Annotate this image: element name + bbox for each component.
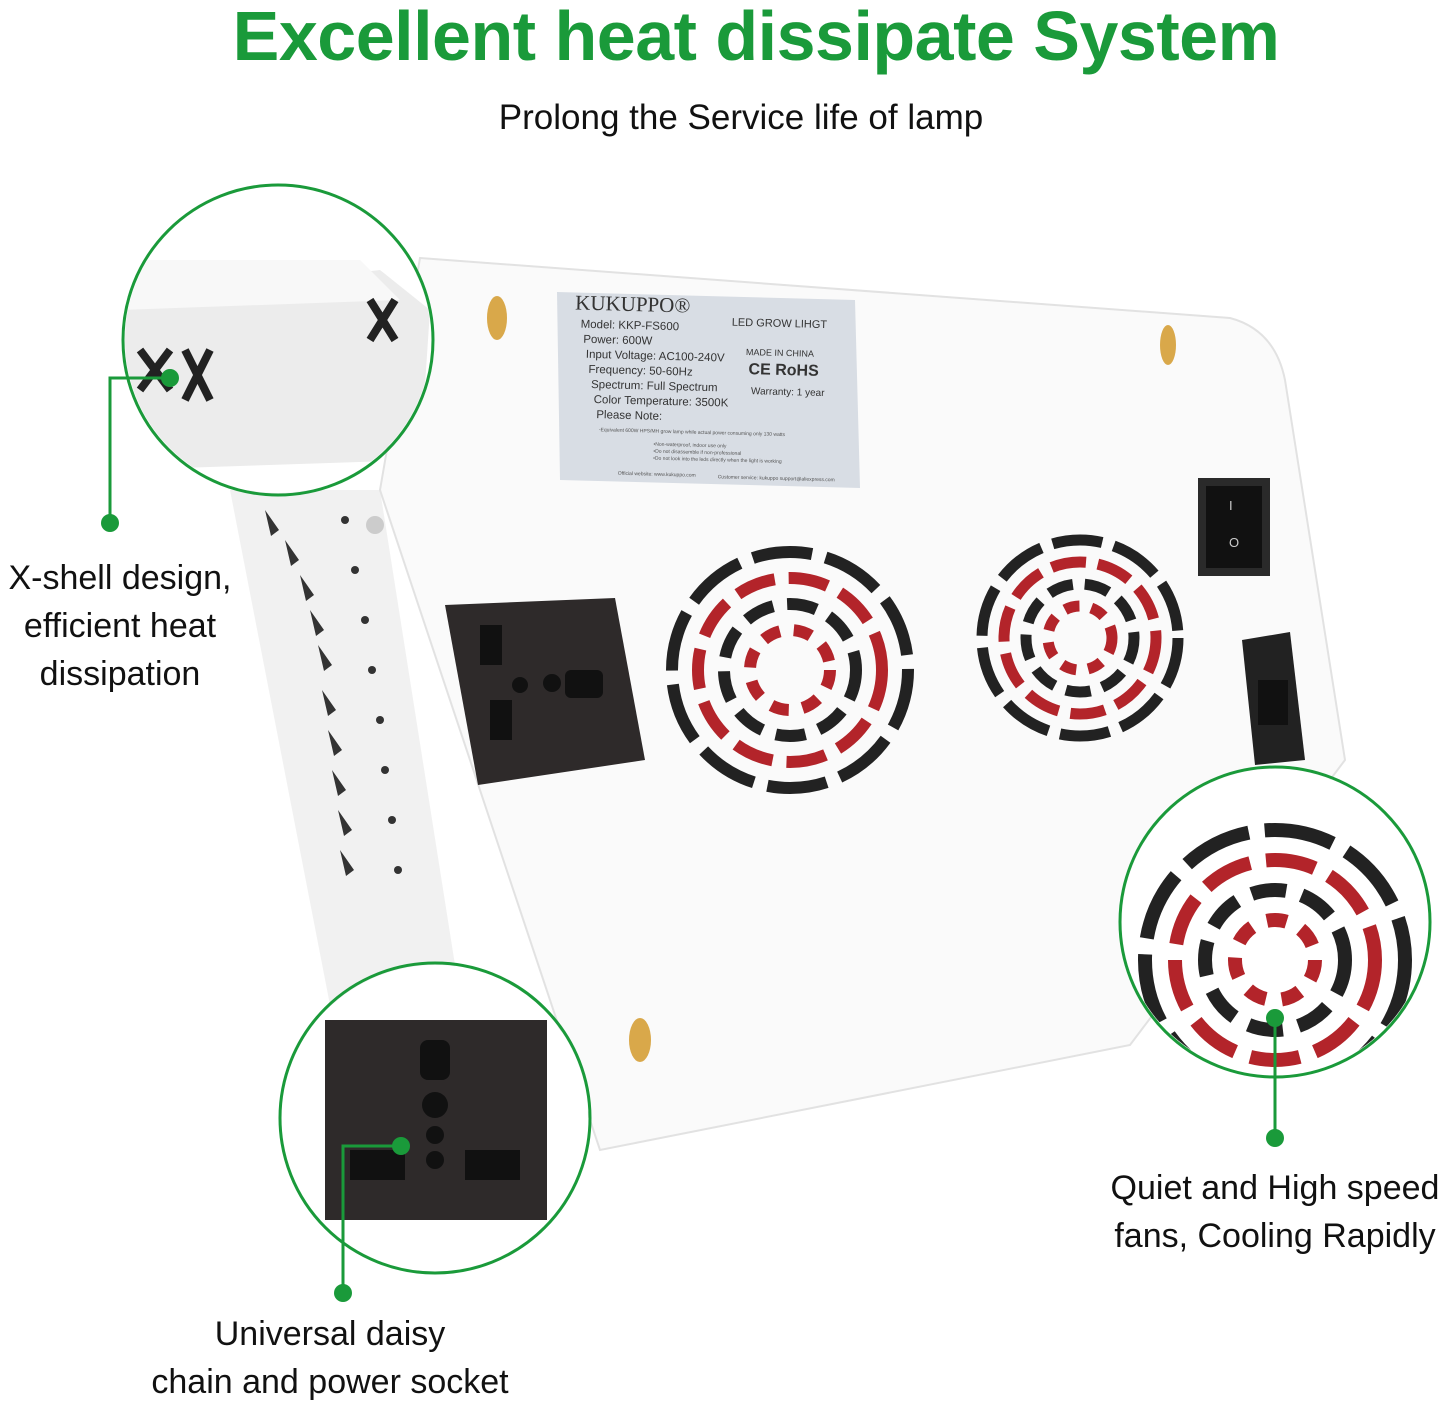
leader-lines: [108, 376, 1277, 1293]
label-model: Model: KKP-FS600: [580, 318, 680, 334]
switch-off-mark: O: [1229, 535, 1240, 550]
leader-dots: [101, 369, 1284, 1302]
label-note: -Equivalent 600W HPS/MH grow lamp while …: [598, 427, 786, 439]
page-subtitle: Prolong the Service life of lamp: [498, 98, 984, 137]
spec-label: KUKUPPO® LED GROW LIHGT Model: KKP-FS600…: [552, 286, 862, 494]
lamp-side-panel: [230, 490, 470, 1060]
callout-socket: Universal daisy chain and power socket: [130, 1310, 530, 1406]
label-spectrum: Spectrum: Full Spectrum: [590, 378, 718, 395]
screws: [366, 296, 1176, 1062]
label-note-title: Please Note:: [596, 409, 663, 423]
zoom-circle-shell: [121, 183, 435, 497]
label-voltage: Input Voltage: AC100-240V: [585, 348, 725, 365]
callout-fans-line: Quiet and High speed: [1110, 1169, 1440, 1207]
label-certs: CE RoHS: [748, 361, 819, 380]
lamp-power-outlet: [445, 598, 645, 785]
fan-left: [666, 546, 914, 794]
switch-on-mark: I: [1229, 498, 1233, 513]
label-frequency: Frequency: 50-60Hz: [588, 363, 693, 379]
callout-fans-line: fans, Cooling Rapidly: [1114, 1217, 1436, 1255]
label-made-in: MADE IN CHINA: [745, 346, 815, 359]
zoom-circle-socket: [278, 961, 592, 1275]
label-website: Official website: www.kukuppo.com: [617, 470, 696, 479]
side-vent-holes: [265, 510, 402, 876]
callout-socket-line: chain and power socket: [151, 1363, 509, 1401]
callout-shell-line: efficient heat: [23, 607, 217, 645]
label-power: Power: 600W: [583, 333, 653, 348]
page-title: Excellent heat dissipate System: [232, 0, 1280, 75]
label-warranty: Warranty: 1 year: [750, 386, 825, 400]
callout-shell: X-shell design, efficient heat dissipati…: [0, 554, 240, 698]
label-service: Customer service: kukuppo support@aliexp…: [717, 474, 835, 484]
callout-socket-line: Universal daisy: [214, 1315, 446, 1353]
fan-right: [976, 534, 1184, 742]
callout-shell-line: X-shell design,: [8, 559, 232, 597]
zoom-shell-image: [125, 187, 431, 493]
zoom-socket-image: [282, 965, 588, 1271]
spec-label-plate: [557, 292, 860, 488]
label-product: LED GROW LIHGT: [731, 316, 828, 332]
callout-shell-line: dissipation: [39, 655, 201, 693]
callout-fans: Quiet and High speed fans, Cooling Rapid…: [1095, 1164, 1449, 1260]
label-warning-3: •Do not look into the leds directly when…: [653, 455, 782, 465]
label-color-temp: Color Temperature: 3500K: [593, 394, 729, 410]
label-brand: KUKUPPO®: [574, 290, 691, 318]
zoom-fan-image: [1122, 769, 1428, 1075]
